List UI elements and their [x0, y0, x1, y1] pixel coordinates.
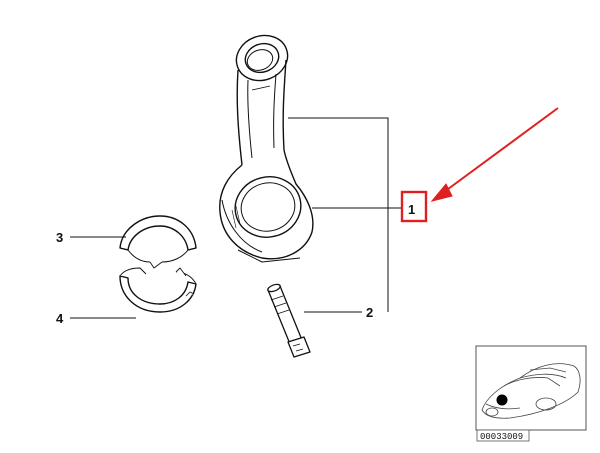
inset-code-box — [476, 429, 530, 442]
callout-3[interactable]: 3 — [56, 230, 63, 245]
inset-code: 00033009 — [480, 432, 523, 442]
rod-bolt[interactable] — [267, 283, 311, 358]
callout-2[interactable]: 2 — [366, 305, 373, 320]
upper-bearing-shell[interactable] — [119, 215, 197, 269]
engine-location-marker-icon — [496, 394, 508, 406]
callout-1-highlight-box — [400, 190, 428, 223]
lower-bearing-shell[interactable] — [119, 267, 197, 313]
inset-car-location: 00033009 — [475, 345, 587, 442]
leader-part-1-top — [288, 117, 389, 208]
connecting-rod[interactable] — [219, 28, 314, 263]
car-silhouette-icon — [481, 363, 581, 419]
callout-1[interactable]: 1 — [408, 202, 415, 217]
leader-lines — [70, 117, 402, 319]
callout-4[interactable]: 4 — [56, 311, 64, 326]
highlight-arrow — [430, 107, 559, 202]
